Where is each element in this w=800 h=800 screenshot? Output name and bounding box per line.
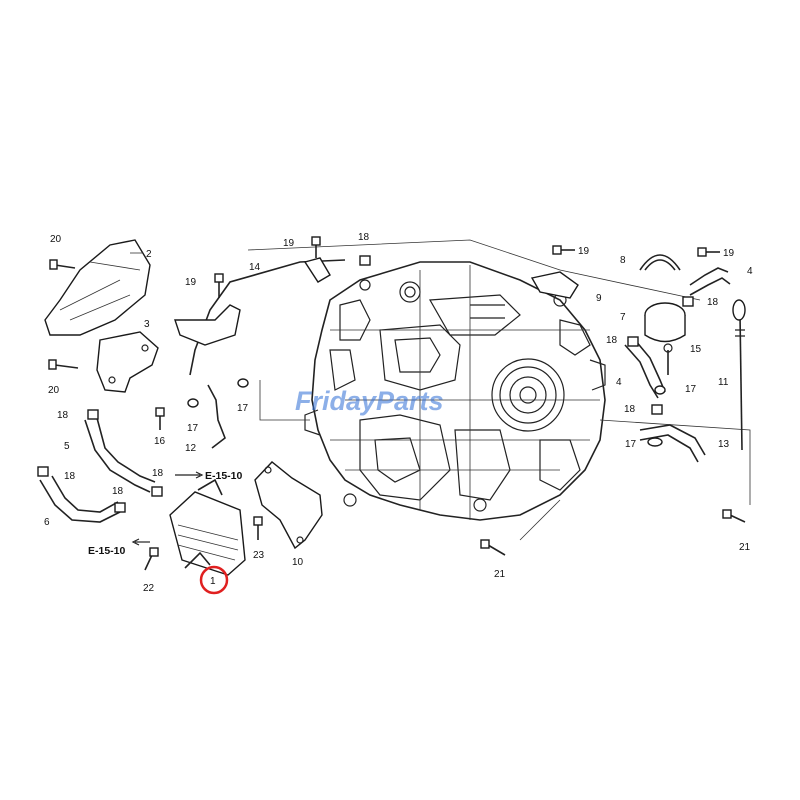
callout-7: 7 bbox=[620, 312, 626, 323]
callout-labels: 1 2 3 4 4 5 6 7 8 9 10 11 12 13 14 15 16… bbox=[44, 232, 753, 594]
callout-18: 18 bbox=[64, 471, 76, 482]
part-1-oil-cooler bbox=[169, 478, 246, 576]
callout-11: 11 bbox=[718, 377, 729, 388]
callout-17: 17 bbox=[625, 439, 637, 450]
callout-18: 18 bbox=[624, 404, 636, 415]
callout-17: 17 bbox=[685, 384, 697, 395]
callout-9: 9 bbox=[596, 293, 602, 304]
part-5-hose bbox=[84, 417, 156, 493]
callout-14: 14 bbox=[249, 262, 261, 273]
part-1-highlight-circle bbox=[199, 565, 229, 595]
callout-6: 6 bbox=[44, 517, 50, 528]
reference-code-e-15-10[interactable]: E-15-10 bbox=[205, 470, 243, 482]
reference-code-e-15-10[interactable]: E-15-10 bbox=[88, 545, 126, 557]
callout-22: 22 bbox=[143, 583, 155, 594]
callout-18: 18 bbox=[358, 232, 370, 243]
part-3-bracket bbox=[96, 331, 159, 393]
callout-18: 18 bbox=[606, 335, 618, 346]
transmission-housing bbox=[304, 261, 606, 521]
part-6-hose bbox=[39, 475, 121, 523]
callout-18: 18 bbox=[57, 410, 69, 421]
callout-5: 5 bbox=[64, 441, 70, 452]
callout-17: 17 bbox=[187, 423, 199, 434]
callout-21: 21 bbox=[494, 569, 506, 580]
callout-8: 8 bbox=[620, 255, 626, 266]
watermark-logo: FridayParts bbox=[295, 386, 444, 416]
callout-4: 4 bbox=[616, 377, 622, 388]
part-2-cover bbox=[44, 239, 151, 336]
callout-1: 1 bbox=[210, 576, 216, 587]
callout-3: 3 bbox=[144, 319, 150, 330]
callout-4: 4 bbox=[747, 266, 753, 277]
callout-13: 13 bbox=[718, 439, 730, 450]
callout-20: 20 bbox=[48, 385, 60, 396]
callout-19: 19 bbox=[283, 238, 295, 249]
part-4-hose-upper bbox=[689, 267, 731, 296]
callout-21: 21 bbox=[739, 542, 751, 553]
part-15-bolt bbox=[663, 343, 673, 375]
callout-2: 2 bbox=[146, 249, 152, 260]
callout-19: 19 bbox=[578, 246, 590, 257]
callout-18: 18 bbox=[152, 468, 164, 479]
callout-15: 15 bbox=[690, 344, 702, 355]
leader-lines bbox=[247, 239, 751, 541]
callout-20: 20 bbox=[50, 234, 62, 245]
part-12-pipe bbox=[207, 384, 226, 449]
callout-23: 23 bbox=[253, 550, 265, 561]
part-14-rod bbox=[174, 257, 346, 376]
reference-arrows bbox=[131, 471, 204, 546]
part-7-filter bbox=[644, 302, 686, 343]
callout-18: 18 bbox=[112, 486, 124, 497]
part-9-bracket bbox=[530, 271, 579, 299]
callout-19: 19 bbox=[185, 277, 197, 288]
callout-18: 18 bbox=[707, 297, 719, 308]
callout-10: 10 bbox=[292, 557, 304, 568]
callout-17: 17 bbox=[237, 403, 249, 414]
callout-19: 19 bbox=[723, 248, 735, 259]
part-8-clamp bbox=[639, 254, 681, 271]
callout-16: 16 bbox=[154, 436, 166, 447]
part-11-dipstick bbox=[732, 299, 746, 451]
callout-12: 12 bbox=[185, 443, 197, 454]
bolts bbox=[37, 236, 746, 571]
part-10-gasket bbox=[254, 461, 323, 550]
